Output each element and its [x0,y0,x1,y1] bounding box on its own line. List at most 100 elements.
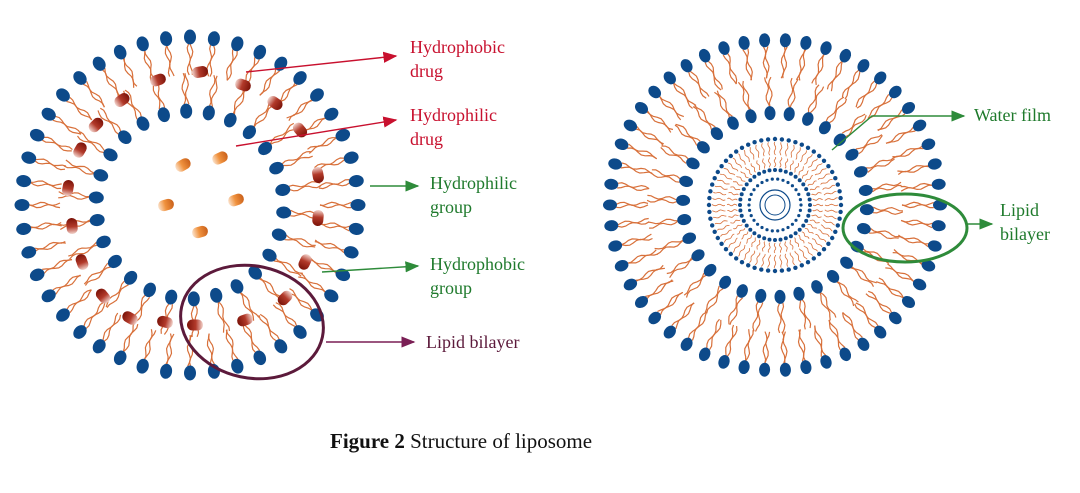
hydrophilic-heads [14,29,366,381]
lipid-tail [692,106,713,131]
lipid-tail [83,301,105,327]
lipid-tail [226,50,238,81]
lipid-tail [650,172,680,183]
lipid-head [324,107,339,121]
lipid-head [764,106,776,121]
inner-head [719,164,724,169]
hydrophobic-drug [88,117,104,133]
inner-tail [801,231,810,240]
lipid-tail [28,203,61,209]
lipid-head [759,33,771,48]
lipid-tail [616,201,649,207]
lipid-tail [63,165,95,175]
lipid-tail [225,49,234,81]
lipid-tail [617,182,650,190]
inner-head [752,140,757,145]
inner-head [781,178,785,182]
lipid-tail [687,311,707,339]
lipid-tail [647,218,679,225]
inner-tail [767,142,771,156]
lipid-tail [819,291,837,318]
inner-head [765,228,769,232]
lipid-tail [649,220,679,229]
lipid-head [118,130,132,145]
caption-text: Structure of liposome [405,429,592,453]
lipid-head [634,295,649,309]
lipid-tail [635,128,664,146]
lipid-head [253,350,267,366]
inner-tail [761,143,765,157]
lipid-tail [314,241,345,254]
lipid-head [603,199,617,211]
lipid-head [160,363,173,379]
lipid-tail [319,203,352,209]
hydrophobic-drug [312,167,324,183]
inner-head [838,209,843,215]
lipid-head [912,119,927,132]
lipid-head [242,125,257,140]
lipid-tail [845,114,867,138]
hydrophilic-drug-capsules [158,151,244,239]
inner-tail [807,224,818,229]
hydrophilic-drug [158,198,174,212]
lipid-tail [855,302,879,327]
lipid-head [310,88,324,102]
inner-head [788,171,793,176]
inner-head [760,180,764,185]
lipid-tail [307,259,337,274]
inner-head [739,260,745,265]
lipid-head [703,263,717,277]
inner-head [723,247,729,252]
lipid-tail [143,50,152,82]
lipid-head [663,71,676,85]
lipid-tail [814,325,823,357]
inner-tail [809,186,820,191]
inner-head [738,208,743,213]
lipid-head [231,358,244,374]
lipid-tail [101,69,119,97]
inner-tail [727,209,738,213]
lipid-head [857,337,870,351]
inner-tail [812,209,823,213]
inner-tail [728,214,739,218]
inner-head [801,182,806,187]
left-annotation-arrows [235,51,420,348]
lipid-tail [865,293,892,315]
inner-head [760,225,764,230]
inner-head [794,218,798,222]
lipid-tail [851,266,877,284]
lipid-tail [707,60,723,90]
inner-tail [811,192,822,196]
lipid-tail [55,115,82,135]
inner-head [739,213,744,218]
inner-tail [794,250,802,263]
inner-head [712,176,717,181]
lipid-tail [867,158,895,173]
lipid-tail [873,206,903,212]
lipid-head [680,59,693,73]
lipid-tail [801,299,812,329]
inner-head [734,149,739,154]
lipid-tail [797,329,805,362]
lipid-head [269,161,284,175]
lipid-head [29,128,45,142]
lipid-tail [666,257,693,275]
lipid-tail [798,48,807,81]
inner-head [805,145,811,150]
inner-core-ring [759,189,791,221]
inner-tail [726,203,738,207]
inner-head [801,223,806,228]
lipid-head [634,101,649,115]
lipid-tail [897,165,930,175]
lipid-tail [281,151,311,165]
inner-head [793,140,798,145]
lipid-tail [885,267,915,283]
lipid-bilayer-highlight-ellipse [841,192,969,264]
inner-tail [794,163,799,173]
inner-tail [807,242,818,252]
lipid-tail [867,290,893,313]
lipid-tails [616,46,934,364]
lipid-tail [877,109,903,132]
inner-head [793,174,798,179]
lipid-head [16,175,32,188]
